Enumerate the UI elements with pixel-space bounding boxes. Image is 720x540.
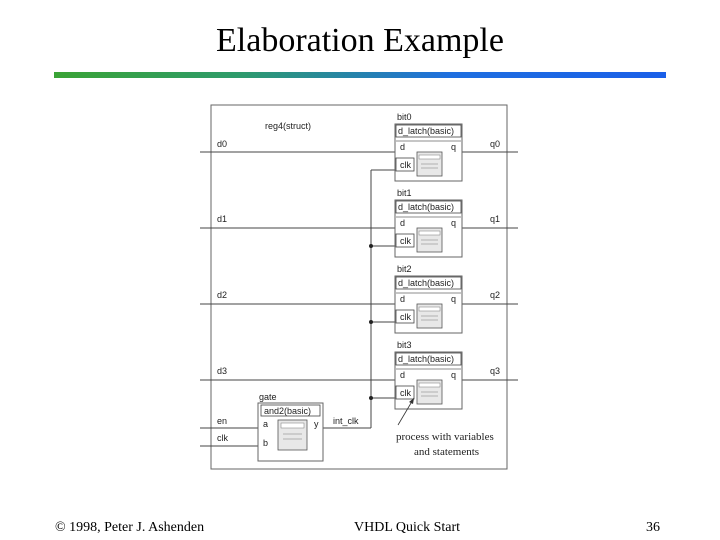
svg-text:d: d [400,294,405,304]
bit2-instance-label: bit2 [397,264,412,274]
footer-course: VHDL Quick Start [354,520,461,535]
svg-text:clk: clk [400,388,411,398]
slide-title: Elaboration Example [216,22,504,59]
int-clk-label: int_clk [333,416,359,426]
bit1-instance-label: bit1 [397,188,412,198]
junction-bit1 [369,244,373,248]
input-en: en [217,416,227,426]
reg4-label: reg4(struct) [265,121,311,131]
annotation-arrowhead [409,398,414,404]
svg-text:q: q [451,218,456,228]
svg-text:a: a [263,419,268,429]
latch-bit3: bit3 d_latch(basic) d q clk [394,340,463,410]
bit3-entity-label: d_latch(basic) [398,354,454,364]
bit1-entity-label: d_latch(basic) [398,202,454,212]
annotation-line1: process with variables [396,431,494,443]
bit2-entity-label: d_latch(basic) [398,278,454,288]
output-q1: q1 [490,214,500,224]
output-q0: q0 [490,139,500,149]
svg-text:clk: clk [400,312,411,322]
svg-text:q: q [451,142,456,152]
annotation-line2: and statements [414,446,479,458]
footer-copyright: © 1998, Peter J. Ashenden [55,520,205,535]
input-clk: clk [217,433,228,443]
output-q2: q2 [490,290,500,300]
bit3-instance-label: bit3 [397,340,412,350]
gate-entity-label: and2(basic) [264,406,311,416]
gate-instance-label: gate [259,392,277,402]
latch-bit1: bit1 d_latch(basic) d q clk [394,188,463,258]
svg-text:d: d [400,370,405,380]
latch-bit0: bit0 d_latch(basic) d q clk [394,112,463,182]
svg-text:d: d [400,142,405,152]
svg-text:q: q [451,370,456,380]
svg-text:y: y [314,419,319,429]
junction-bit3 [369,396,373,400]
svg-text:d: d [400,218,405,228]
title-divider [54,72,666,78]
latch-bit2: bit2 d_latch(basic) d q clk [394,264,463,334]
input-d3: d3 [217,366,227,376]
junction-bit2 [369,320,373,324]
footer-page-number: 36 [646,520,660,535]
bit0-instance-label: bit0 [397,112,412,122]
svg-text:q: q [451,294,456,304]
svg-text:clk: clk [400,160,411,170]
reg4-boundary [210,104,508,470]
input-d0: d0 [217,139,227,149]
bit0-entity-label: d_latch(basic) [398,126,454,136]
and-gate: gate and2(basic) a b y [257,392,324,462]
svg-text:b: b [263,438,268,448]
svg-text:clk: clk [400,236,411,246]
input-d1: d1 [217,214,227,224]
input-d2: d2 [217,290,227,300]
output-q3: q3 [490,366,500,376]
